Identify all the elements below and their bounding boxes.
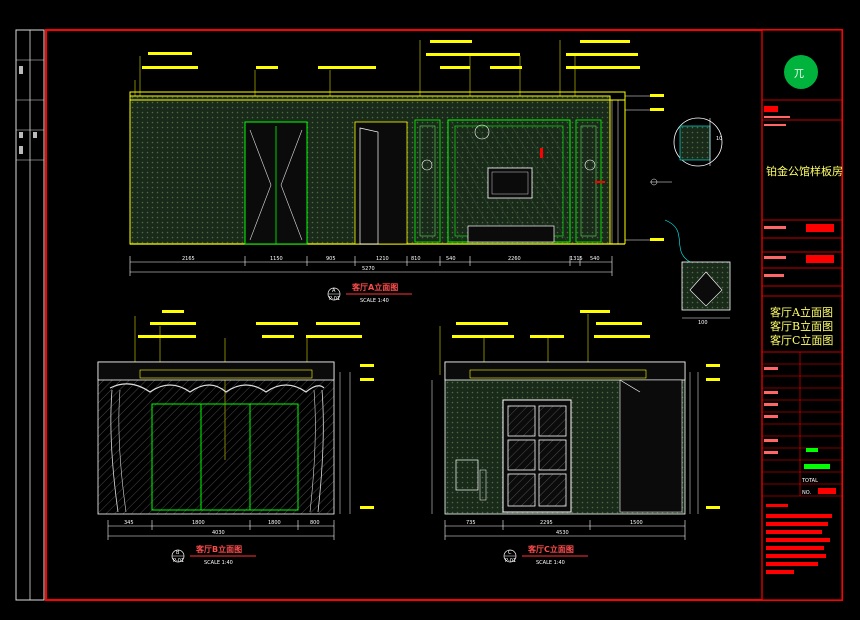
elevation-a-caption: A P-01 客厅A立面图 SCALE 1:40 <box>327 282 412 304</box>
elevation-c-title: 客厅C立面图 <box>527 544 574 554</box>
dim-a-8: 1315 <box>570 256 583 262</box>
dim-b-4: 800 <box>310 520 320 526</box>
elevation-c-caption: C P-01 客厅C立面图 SCALE 1:40 <box>503 544 588 566</box>
total-label: TOTAL <box>801 478 818 484</box>
elevation-b-dimensions: 345 1800 1800 800 4030 <box>124 520 320 536</box>
sheet-title-b: 客厅B立面图 <box>770 319 833 333</box>
dim-a-9: 540 <box>590 256 600 262</box>
elevation-a-dimensions: 2165 1150 905 1210 810 540 2260 1315 540… <box>182 256 600 272</box>
view-marker-a-sheet: P-01 <box>329 296 340 302</box>
left-margin-strip <box>15 29 45 601</box>
sheet-title-c: 客厅C立面图 <box>770 333 833 347</box>
elevation-a: 2165 1150 905 1210 810 540 2260 1315 540… <box>129 40 664 304</box>
project-name: 铂金公馆样板房 <box>766 164 843 178</box>
dim-b-2: 1800 <box>192 520 205 526</box>
elevation-a-title: 客厅A立面图 <box>351 282 398 292</box>
elevation-c: 735 2295 1500 4530 C P-01 客厅C立面图 SCALE 1… <box>431 310 720 566</box>
detail-circle: 10 <box>650 117 723 263</box>
dim-c-1: 735 <box>466 520 476 526</box>
view-marker-c-sheet: P-01 <box>505 558 516 564</box>
dim-a-3: 905 <box>326 256 336 262</box>
elevation-c-dimensions: 735 2295 1500 4530 <box>466 520 643 536</box>
dim-a-2: 1150 <box>270 256 283 262</box>
dim-b-1: 345 <box>124 520 134 526</box>
dim-c-3: 1500 <box>630 520 643 526</box>
title-block: 兀 铂金公馆样板房 客厅A立面图 客厅B立面图 客厅C立面图 <box>761 29 843 601</box>
no-label: NO. <box>802 490 811 496</box>
elevation-a-scale: SCALE 1:40 <box>360 298 389 304</box>
overall-dim-b: 4030 <box>212 530 225 536</box>
detail-dim-2: 100 <box>698 320 708 326</box>
logo-glyph: 兀 <box>794 69 804 80</box>
sheet-title-a: 客厅A立面图 <box>770 305 833 319</box>
view-marker-a-label: A <box>332 288 336 294</box>
dim-a-6: 540 <box>446 256 456 262</box>
view-marker-b-sheet: P-01 <box>173 558 184 564</box>
view-marker-c-label: C <box>508 550 512 556</box>
dim-a-4: 1210 <box>376 256 389 262</box>
title-block-notes <box>766 504 832 574</box>
elevation-b-scale: SCALE 1:40 <box>204 560 233 566</box>
detail-dim-1: 10 <box>716 136 722 142</box>
logo-icon <box>784 55 818 89</box>
dim-a-5: 810 <box>411 256 421 262</box>
elevation-b-title: 客厅B立面图 <box>195 544 242 554</box>
overall-dim-c: 4530 <box>556 530 569 536</box>
elevation-b-caption: B P-01 客厅B立面图 SCALE 1:40 <box>171 544 256 566</box>
dim-a-7: 2260 <box>508 256 521 262</box>
view-marker-b-label: B <box>176 550 180 556</box>
elevation-a-callouts <box>142 40 640 69</box>
dim-a-1: 2165 <box>182 256 195 262</box>
elevation-b: 345 1800 1800 800 4030 B P-01 客厅B立面图 SCA… <box>97 310 374 566</box>
detail-box: 100 <box>681 261 731 326</box>
sheet-title-list: 客厅A立面图 客厅B立面图 客厅C立面图 <box>770 305 833 347</box>
dim-c-2: 2295 <box>540 520 553 526</box>
overall-dim-a: 5270 <box>362 266 375 272</box>
elevation-c-scale: SCALE 1:40 <box>536 560 565 566</box>
dim-b-3: 1800 <box>268 520 281 526</box>
